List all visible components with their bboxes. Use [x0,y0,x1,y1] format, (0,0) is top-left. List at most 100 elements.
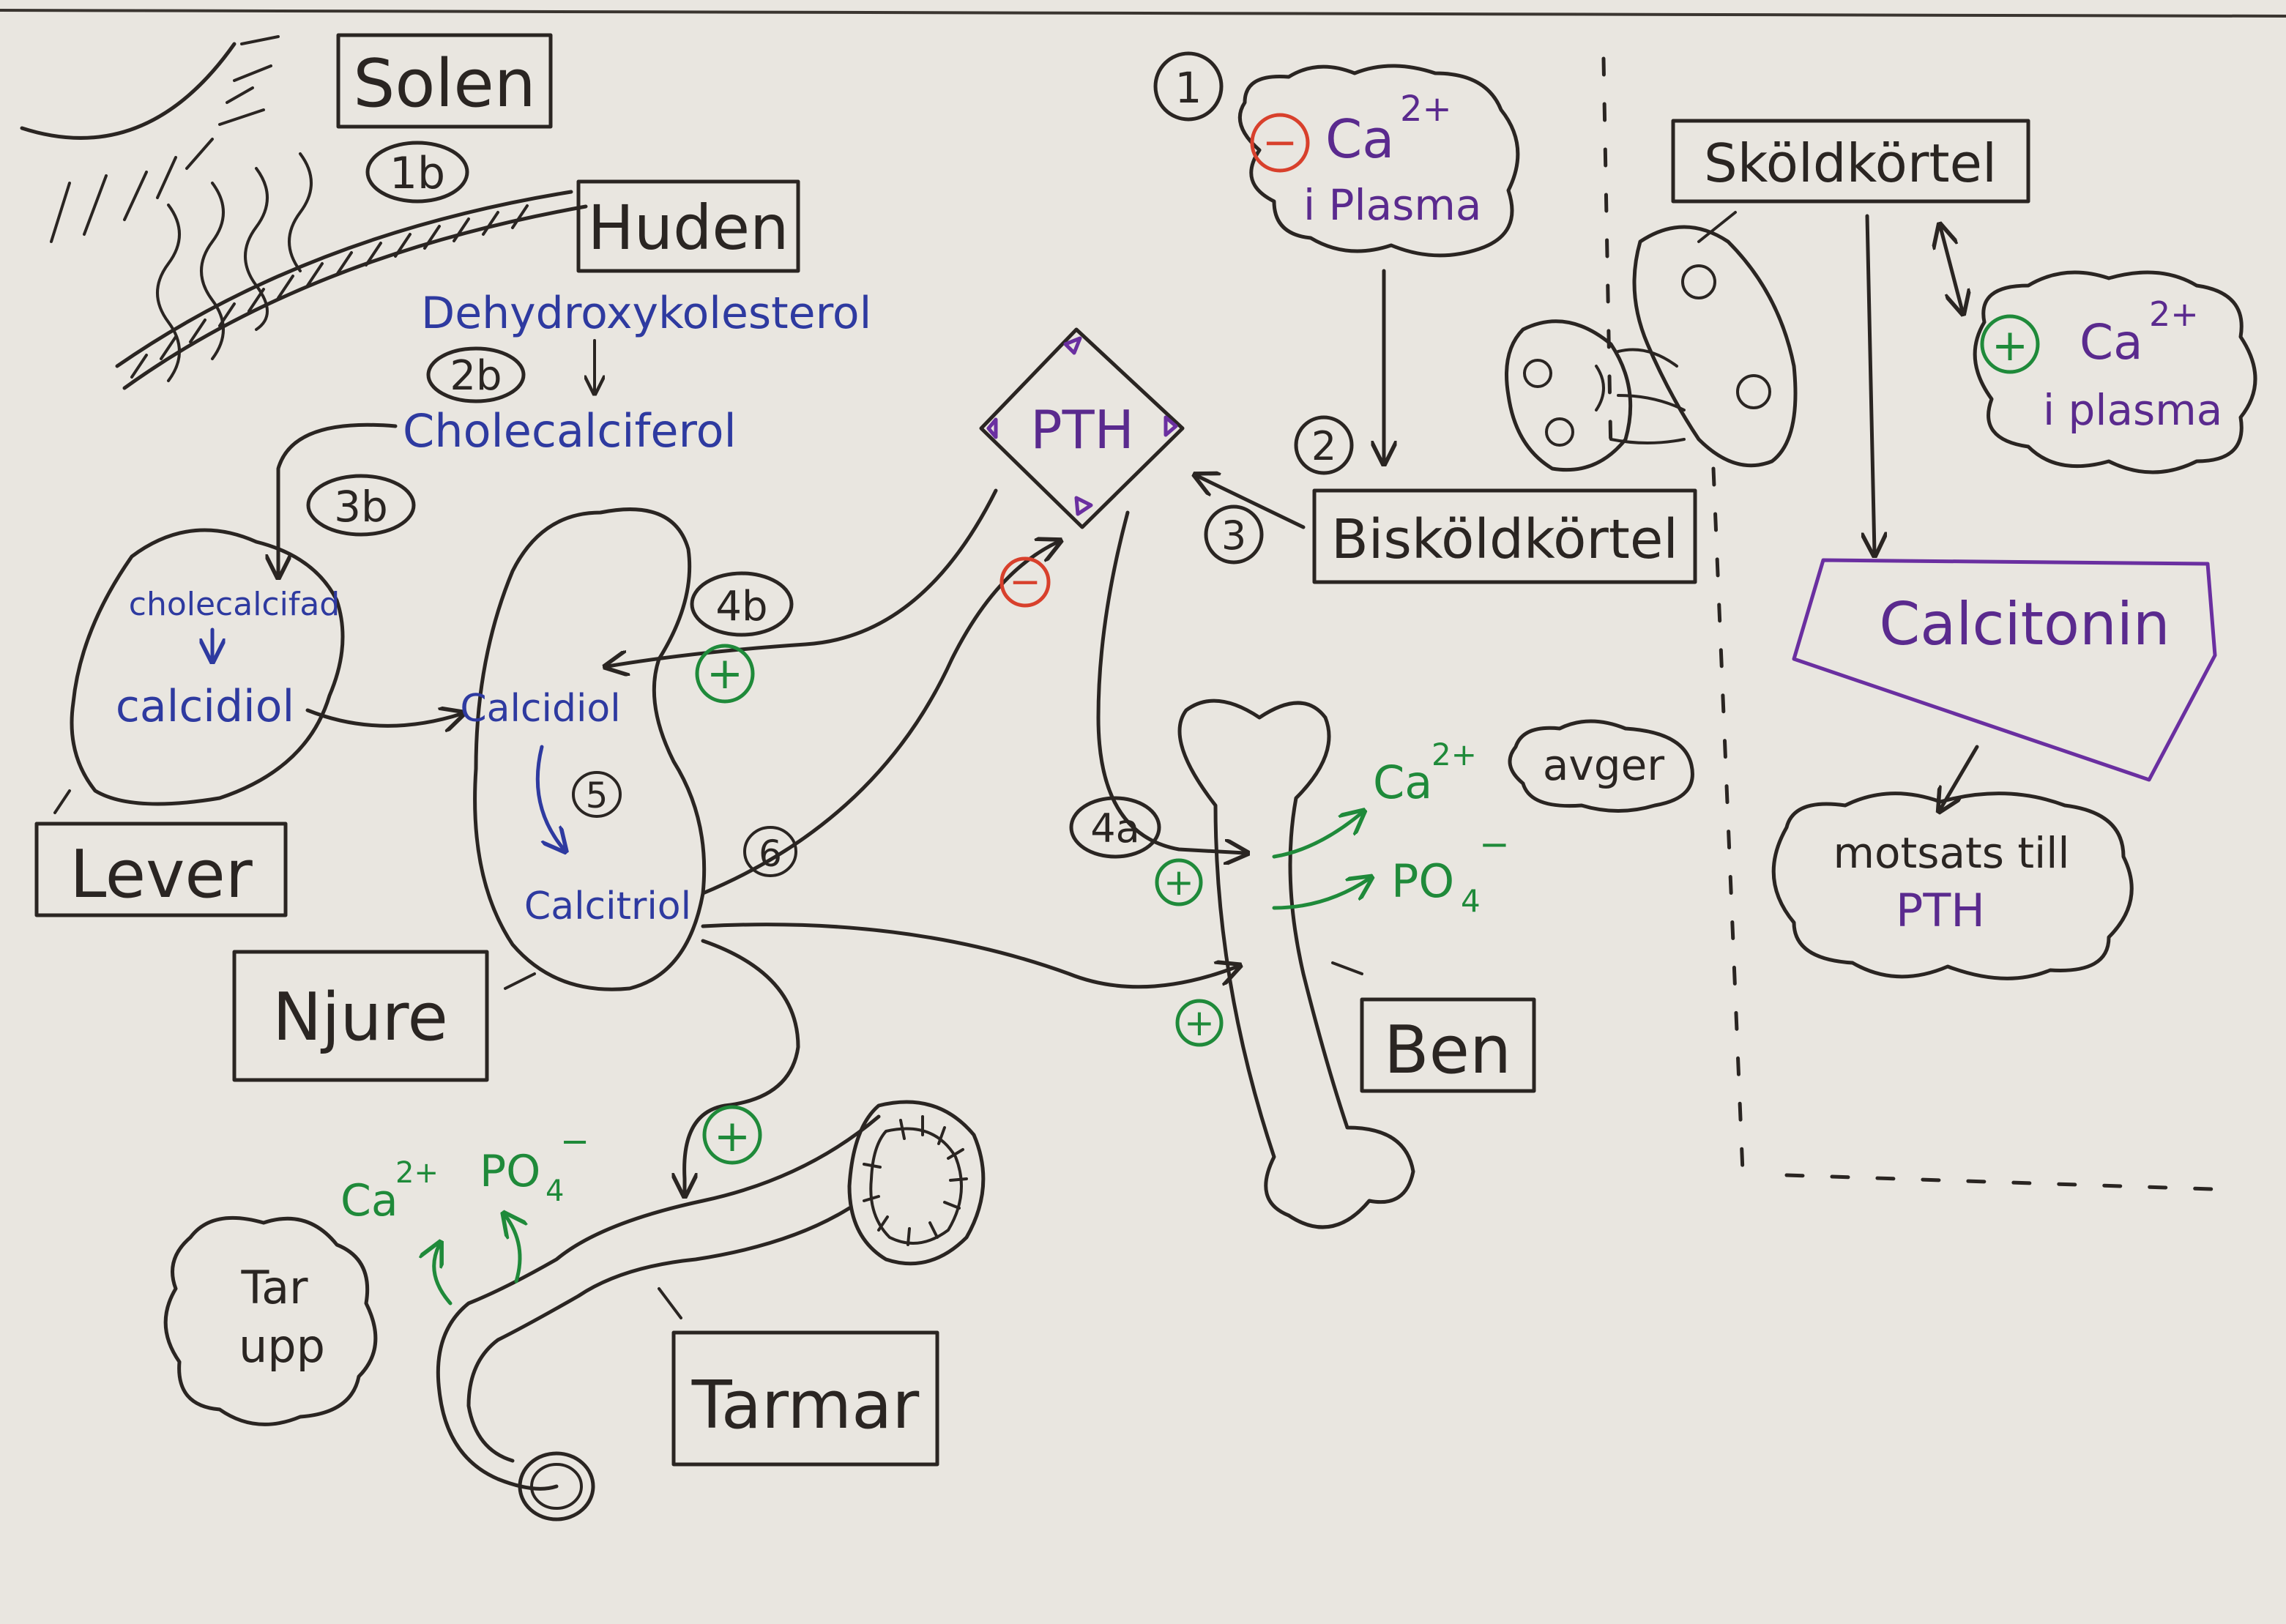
step-2-circle [1294,415,1354,475]
gut-po: PO [480,1146,540,1197]
motsats-line2: PTH [1896,884,1985,937]
plus-gut-circle [702,1105,762,1165]
section-divider [1601,56,1745,1174]
calcitonin-label: Calcitonin [1879,590,2170,658]
step-3b: 3b [334,482,388,532]
step-4b: 4b [715,583,767,630]
step-4a-circle [1069,796,1161,859]
solen-box [336,33,553,129]
tar-upp-line1: Tar [240,1261,308,1314]
arrow-pth-to-kidney [608,488,998,666]
cloud-motsats [1771,791,2134,980]
ca-high-charge: 2+ [2149,294,2199,334]
tarmar-label: Tarmar [691,1367,919,1444]
paper-edge [0,9,2286,18]
calcitonin-shape [1792,558,2217,782]
step-1b: 1b [390,148,445,199]
thyroid-gland-icon [1505,225,1798,472]
tarmar-box [671,1330,939,1467]
huden-box [576,179,800,273]
biskoldkortel-label: Bisköldkörtel [1331,508,1678,571]
section-divider-bottom [1784,1173,2235,1192]
calcitriol: Calcitriol [524,884,691,928]
gland-pointer [1697,211,1737,243]
cholecalciferol: Cholecalciferol [403,404,737,458]
plus-gut: + [714,1111,751,1162]
bone-po: PO [1391,854,1454,908]
step-2: 2 [1311,423,1336,469]
skoldkortel-label: Sköldkörtel [1704,133,1997,194]
pth-diamond [979,327,1185,529]
cloud-ca-low [1237,64,1520,258]
bone-outline [1177,699,1415,1229]
plus-ca: + [1992,320,2028,371]
cloud-avger [1508,719,1694,813]
tar-upp-line2: upp [239,1319,325,1373]
bone-po-sub: 4 [1461,883,1481,919]
step-1-circle [1153,51,1224,122]
minus-ca-circle [1250,113,1310,173]
step-5: 5 [586,775,608,816]
lever-box [34,822,288,917]
step-3-circle [1204,504,1264,565]
ca-high-place: i plasma [2043,385,2222,435]
cholecalcifad: cholecalcifad [129,586,340,623]
arrow-calcitriol-to-pth [701,542,1058,895]
liver-outline [70,528,345,806]
huden-label: Huden [588,192,789,264]
arrow-skold-ca-high [1940,227,1962,311]
kidney-outline [473,507,707,991]
arrow-bone-po [1272,879,1369,910]
minus-pth-circle [999,556,1051,608]
cloud-tar-upp [163,1215,378,1426]
step-5-circle [572,771,622,818]
skin-surface [122,204,588,390]
step-4a: 4a [1090,805,1139,852]
gut-ca: Ca [340,1175,398,1226]
arrow-calcidiol-to-calcitriol [535,745,564,849]
plus-bone-calcitriol: + [1184,1002,1215,1044]
ca-low-place: i Plasma [1303,180,1481,230]
calcidiol-kidney: Calcidiol [460,687,620,731]
njure-box [232,950,489,1082]
step-3b-circle [306,474,416,537]
bone-ca: Ca [1373,756,1432,809]
arrow-gut-uptake-2 [505,1215,520,1284]
arrow-liver-to-kidney [305,710,461,726]
sun-icon [20,35,313,382]
plus-bone-calcitriol-circle [1175,999,1224,1047]
lever-label: Lever [70,836,253,913]
biskoldkortel-box [1312,488,1697,584]
arrow-gut-uptake-1 [434,1245,453,1305]
gut-po-sub: 4 [546,1174,564,1208]
tarmar-pointer [658,1287,682,1319]
gut-ca-charge: 2+ [395,1156,439,1190]
step-2b: 2b [450,352,502,400]
ca-low-ion: Ca [1325,108,1394,170]
plus-kidney: + [707,648,743,699]
ben-box [1360,997,1536,1093]
cloud-ca-high [1973,270,2257,474]
step-6: 6 [759,833,782,875]
plus-ca-circle [1980,314,2040,374]
skin-hatching [130,204,529,379]
ben-label: Ben [1384,1012,1511,1089]
dehydroxykolesterol: Dehydroxykolesterol [421,288,871,339]
njure-pointer [504,972,536,990]
step-1: 1 [1175,63,1202,113]
lever-pointer [53,789,71,814]
calcidiol-liver: calcidiol [116,681,294,732]
intestine-icon [436,1100,986,1521]
minus-pth: − [1009,560,1041,604]
step-6-circle [743,826,797,877]
arrow-bone-ca [1272,813,1362,859]
arrow-calcitriol-to-gut [685,939,800,1193]
step-1b-circle [365,141,469,204]
plus-bone-pth-circle [1155,858,1203,906]
motsats-line1: motsats till [1833,828,2070,878]
arrow-biskold-to-pth [1197,476,1306,529]
arrow-calcitriol-to-bone [701,923,1237,989]
plus-kidney-circle [695,644,755,704]
solen-label: Solen [353,45,536,122]
